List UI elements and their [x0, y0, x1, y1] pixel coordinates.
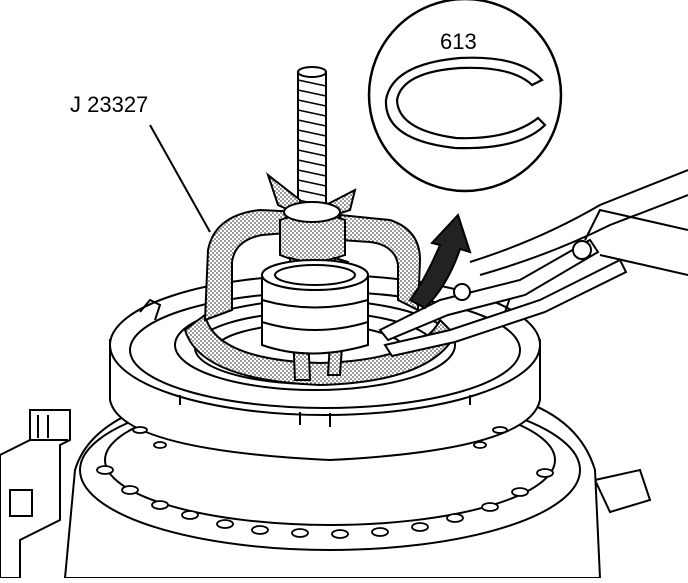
forcing-screw: [297, 66, 327, 213]
clutch-hub: [261, 259, 369, 355]
tool-leader-line: [149, 124, 211, 233]
wing-nut: [266, 172, 357, 223]
snap-ring-613: [384, 56, 547, 150]
tool-number-label: J 23327: [70, 92, 149, 117]
removal-arrow: [408, 213, 472, 310]
snap-ring-pliers: [378, 169, 688, 358]
flange-holes: [96, 426, 554, 539]
detail-view: [367, 0, 563, 193]
part-number-label: 613: [440, 29, 477, 54]
